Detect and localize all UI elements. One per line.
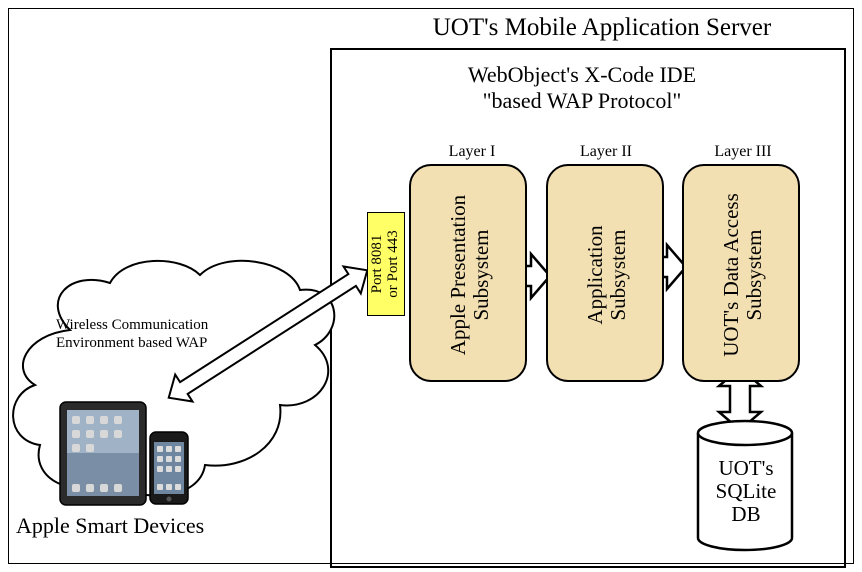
layer-3-box: UOT's Data Access Subsystem [682, 164, 800, 382]
ide-title-line1: WebObject's X-Code IDE [467, 62, 697, 87]
layer-2-box: Application Subsystem [546, 164, 664, 382]
cloud-line2: Environment based WAP [56, 335, 208, 351]
phone-device [149, 431, 189, 505]
tablet-device [59, 401, 147, 506]
port-line1: Port 8081 [369, 234, 385, 294]
ide-title: WebObject's X-Code IDE "based WAP Protoc… [432, 62, 732, 114]
db-line1: UOT's [718, 456, 774, 480]
layer-2-label: Layer II [580, 143, 632, 160]
layer-3-line2: Subsystem [742, 229, 766, 321]
server-title: UOT's Mobile Application Server [432, 14, 772, 41]
db-text: UOT's SQLite DB [699, 457, 793, 526]
layer-2-line1: Application [583, 225, 607, 325]
layer-1-line1: Apple Presentation [446, 194, 470, 356]
layer-2-line2: Subsystem [606, 229, 630, 321]
layer-3-label: Layer III [714, 143, 772, 160]
db-line2: SQLite [715, 479, 777, 503]
db-line3: DB [731, 502, 761, 526]
port-line2: or Port 443 [385, 230, 401, 298]
layer-1-line2: Subsystem [469, 229, 493, 321]
ide-title-line2: "based WAP Protocol" [482, 88, 682, 113]
port-text: Port 8081 or Port 443 [369, 214, 401, 314]
port-box: Port 8081 or Port 443 [367, 212, 405, 316]
diagram-frame [8, 8, 854, 564]
layer-1-label: Layer I [448, 143, 496, 160]
layer-3-text: UOT's Data Access Subsystem [719, 175, 766, 375]
layer-2-text: Application Subsystem [583, 175, 630, 375]
database-cylinder [696, 419, 794, 552]
devices-label: Apple Smart Devices [16, 513, 205, 538]
cloud-text: Wireless Communication Environment based… [56, 316, 271, 352]
layer-1-text: Apple Presentation Subsystem [446, 175, 493, 375]
cloud-line1: Wireless Communication [56, 317, 209, 333]
layer-1-box: Apple Presentation Subsystem [409, 164, 527, 382]
layer-3-line1: UOT's Data Access [719, 193, 743, 357]
